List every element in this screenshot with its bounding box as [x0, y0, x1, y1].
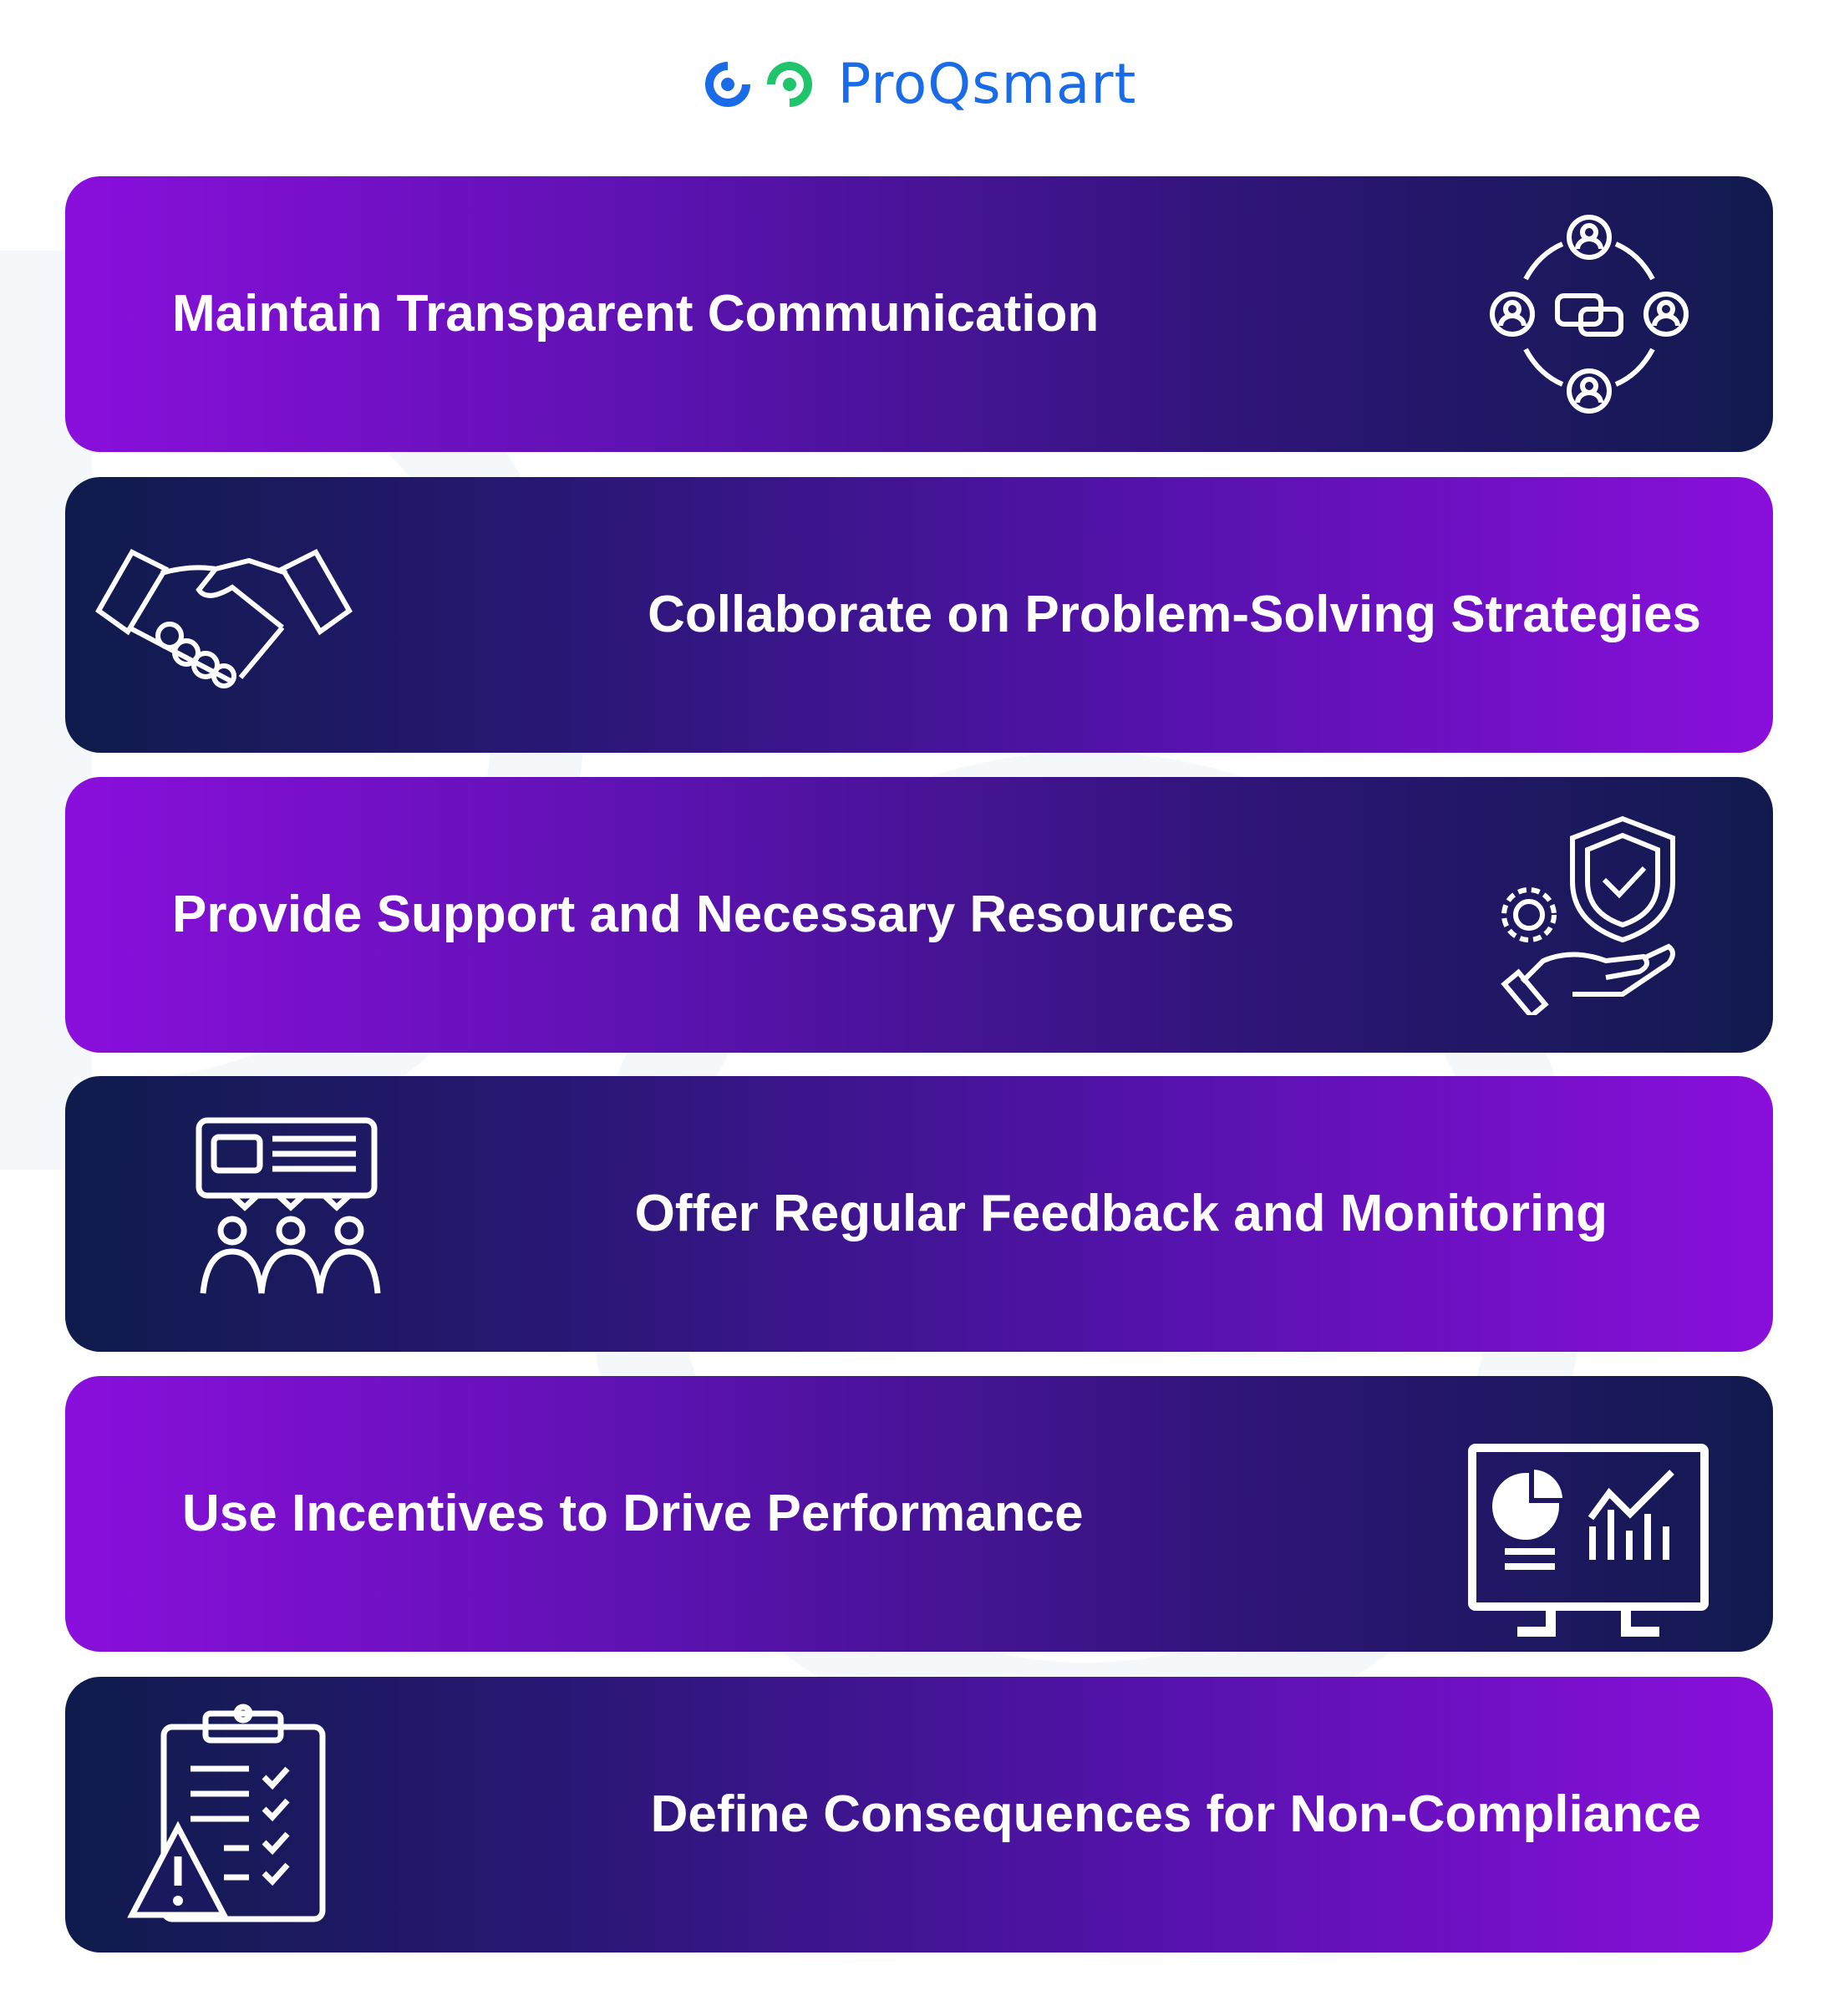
brand-name: ProQsmart	[837, 52, 1137, 116]
compliance-checklist-warning-icon	[127, 1704, 326, 1922]
card-title: Collaborate on Problem-Solving Strategie…	[648, 585, 1701, 643]
card-title: Maintain Transparent Communication	[172, 284, 1100, 343]
card-title: Use Incentives to Drive Performance	[182, 1484, 1084, 1542]
brand-logo: ProQsmart	[0, 52, 1839, 116]
card-transparent-communication: Maintain Transparent Communication	[65, 176, 1773, 452]
handshake-icon	[95, 549, 353, 688]
card-feedback-monitoring: Offer Regular Feedback and Monitoring	[65, 1076, 1773, 1352]
support-shield-hand-icon	[1501, 815, 1675, 1015]
card-consequences: Define Consequences for Non-Compliance	[65, 1677, 1773, 1953]
feedback-meeting-icon	[196, 1117, 381, 1294]
card-incentives: Use Incentives to Drive Performance	[65, 1376, 1773, 1652]
card-collaborate: Collaborate on Problem-Solving Strategie…	[65, 477, 1773, 753]
card-support-resources: Provide Support and Necessary Resources	[65, 777, 1773, 1053]
card-title: Define Consequences for Non-Compliance	[650, 1785, 1701, 1843]
communication-network-icon	[1490, 215, 1689, 414]
performance-dashboard-icon	[1468, 1444, 1709, 1637]
proqsmart-logo-icon	[704, 61, 812, 107]
card-title: Provide Support and Necessary Resources	[172, 885, 1235, 943]
card-title: Offer Regular Feedback and Monitoring	[634, 1184, 1608, 1242]
